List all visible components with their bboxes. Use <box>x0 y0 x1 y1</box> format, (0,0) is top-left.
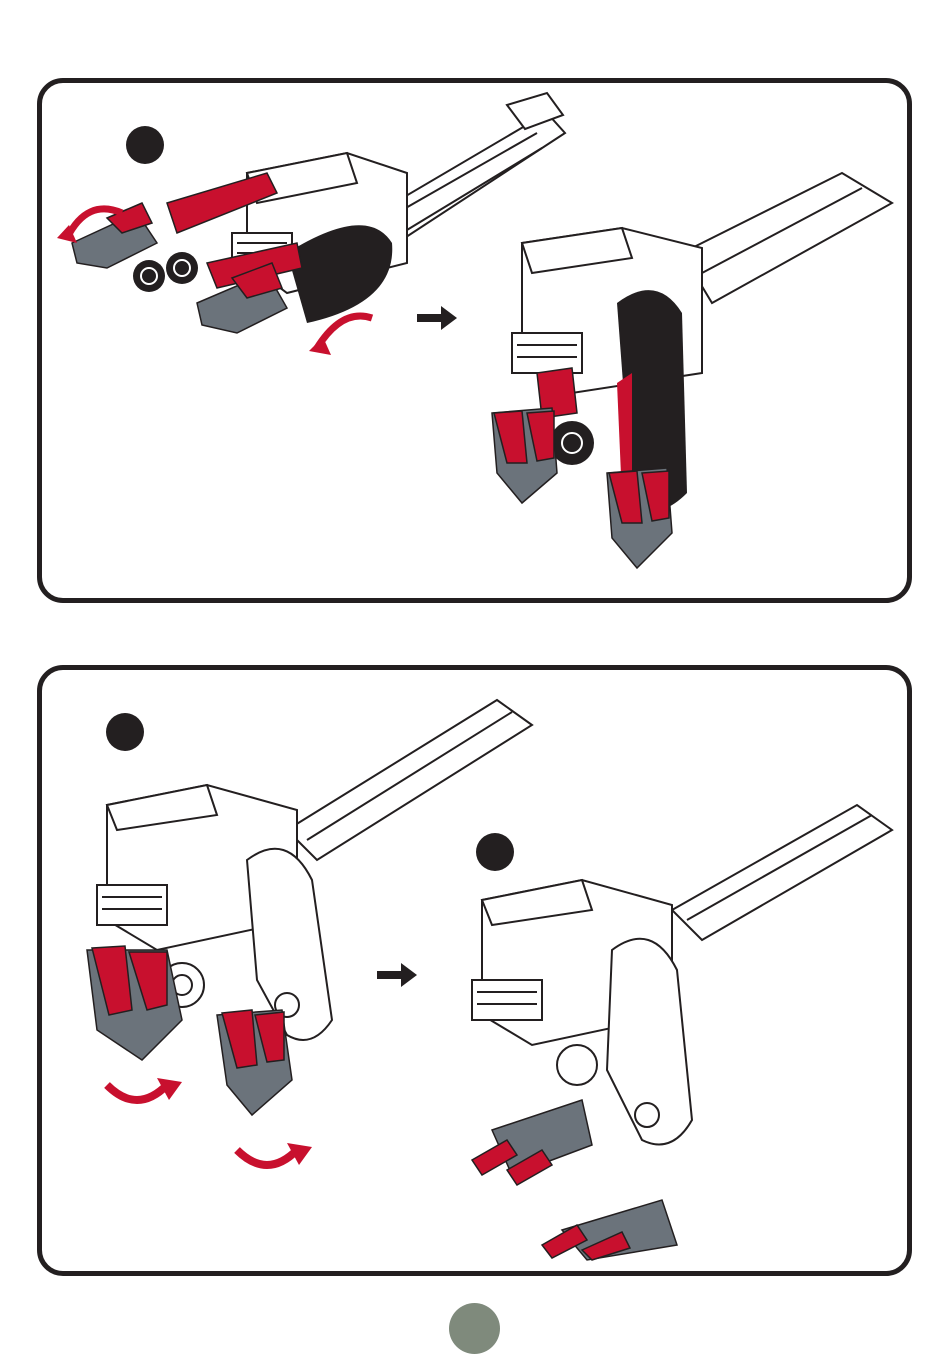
page-number-badge <box>449 1303 500 1354</box>
instruction-panel-2 <box>37 665 912 1276</box>
next-arrow <box>377 963 417 987</box>
next-arrow <box>417 306 457 330</box>
robot-truck-illustration-after <box>482 173 902 583</box>
robot-standing-illustration-after <box>462 800 902 1260</box>
instruction-panel-1 <box>37 78 912 603</box>
